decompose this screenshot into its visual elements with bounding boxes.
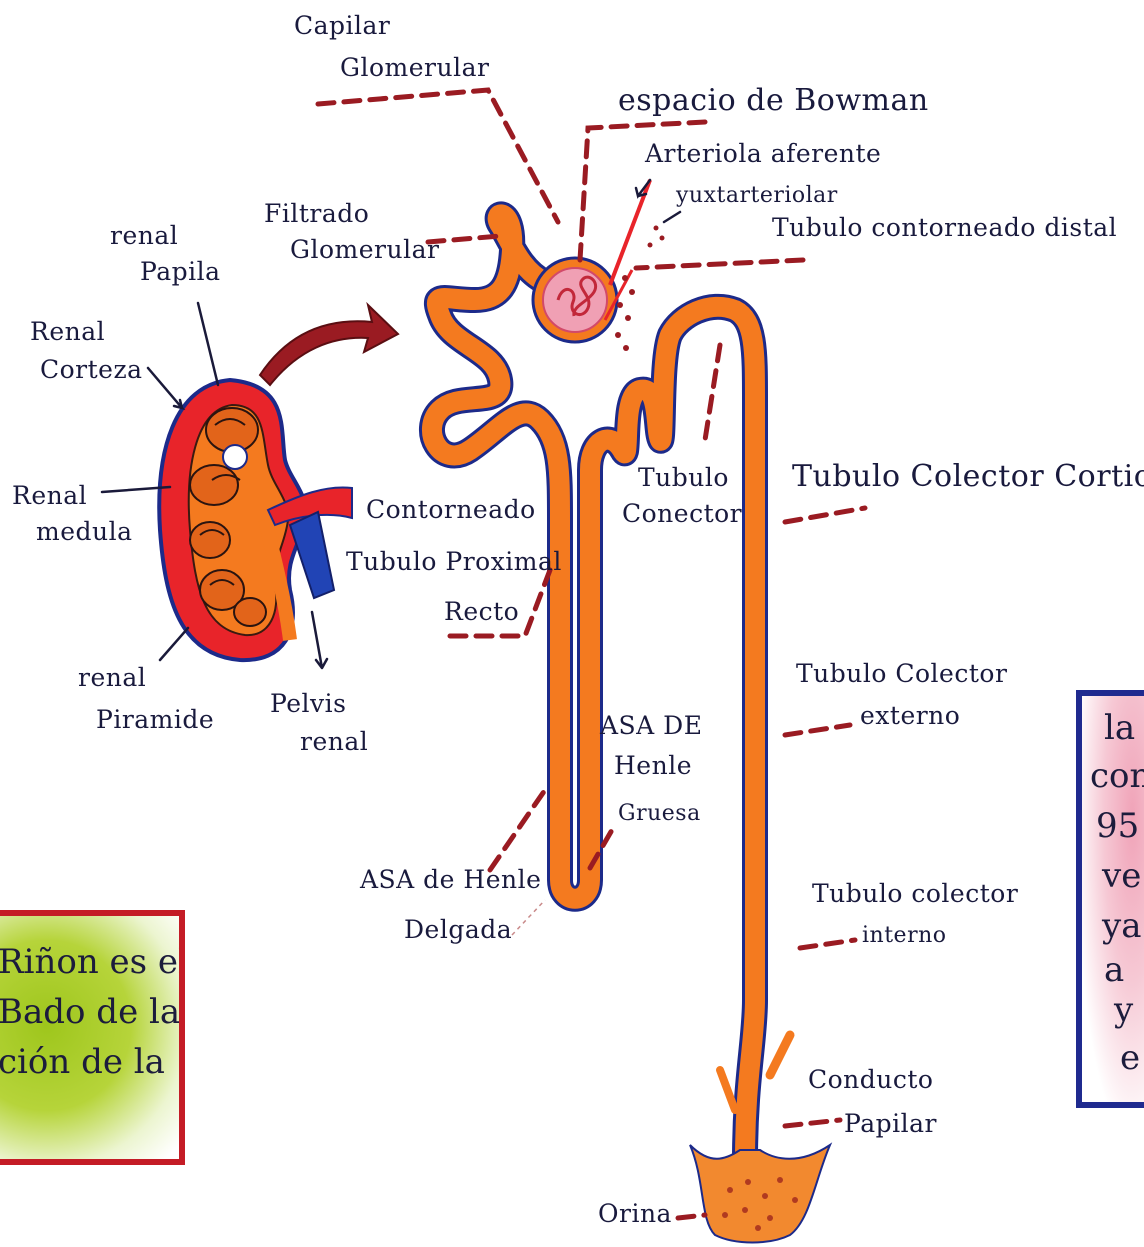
renal-papilla [223, 445, 247, 469]
label-orina: Orina [598, 1200, 672, 1228]
label-colector-externo-2: externo [860, 702, 960, 730]
label-renal-piramide-2: Piramide [96, 706, 214, 734]
green-note-line-3: ción de la [0, 1038, 165, 1087]
pink-note-line-8: e [1120, 1034, 1140, 1083]
label-filtrado-glomerular: Glomerular [290, 236, 439, 264]
nephron [432, 214, 790, 1160]
label-arteriola-aferente: Arteriola aferente [645, 140, 881, 168]
pink-note-line-4: ve [1102, 852, 1141, 901]
label-conducto-2: Papilar [844, 1110, 937, 1138]
label-tubulo-distal: Tubulo contorneado distal [772, 214, 1117, 242]
green-note-line-2: Bado de la [0, 988, 180, 1037]
pink-note-line-3: 95 [1096, 802, 1139, 851]
label-renal-corteza-1: Renal [30, 318, 105, 346]
pink-note-line-5: ya [1102, 902, 1141, 951]
pink-note-line-7: y [1114, 986, 1133, 1035]
label-conducto-1: Conducto [808, 1066, 933, 1094]
label-capilar: Capilar [294, 12, 390, 40]
label-colector-interno-2: interno [862, 924, 947, 948]
pink-note-line-2: con [1090, 752, 1144, 801]
label-renal-medula-2: medula [36, 518, 133, 546]
label-asa-delgada-1: ASA de Henle [360, 866, 541, 894]
green-note-box: Riñon es el Bado de la ción de la [0, 910, 185, 1165]
label-gruesa: Gruesa [618, 802, 701, 826]
label-renal-medula-1: Renal [12, 482, 87, 510]
label-filtrado: Filtrado [264, 200, 369, 228]
label-colector-interno-1: Tubulo colector [812, 880, 1018, 908]
pink-note-line-1: la [1104, 704, 1135, 753]
label-pelvis-1: Pelvis [270, 690, 346, 718]
label-tubulo-conector-2: Conector [622, 500, 742, 528]
label-renal-piramide-1: renal [78, 664, 146, 692]
label-renal-papila-2: Papila [140, 258, 221, 286]
zoom-arrow [260, 305, 398, 385]
thin-dotted-line [512, 900, 545, 935]
label-colector-cortical: Tubulo Colector Cortical [792, 460, 1144, 493]
label-tubulo-conector-1: Tubulo [638, 464, 729, 492]
label-renal-papila-1: renal [110, 222, 178, 250]
pink-note-box: la con 95 ve ya a y e [1076, 690, 1144, 1108]
green-note-line-1: Riñon es el [0, 938, 185, 987]
kidney [159, 380, 352, 660]
label-asa-delgada-2: Delgada [404, 916, 512, 944]
label-renal-corteza-2: Corteza [40, 356, 143, 384]
label-colector-externo-1: Tubulo Colector [796, 660, 1007, 688]
label-pelvis-2: renal [300, 728, 368, 756]
label-glomerular: Glomerular [340, 54, 489, 82]
label-contorneado: Contorneado [366, 496, 536, 524]
label-recto: Recto [444, 598, 519, 626]
label-espacio-bowman: espacio de Bowman [618, 84, 929, 117]
label-yuxtaarteriolar: yuxtarteriolar [676, 184, 838, 208]
label-tubulo-proximal: Tubulo Proximal [346, 548, 562, 576]
label-asa-henle-1: ASA DE [600, 712, 702, 740]
label-asa-henle-2: Henle [614, 752, 692, 780]
renal-vein [290, 512, 334, 598]
